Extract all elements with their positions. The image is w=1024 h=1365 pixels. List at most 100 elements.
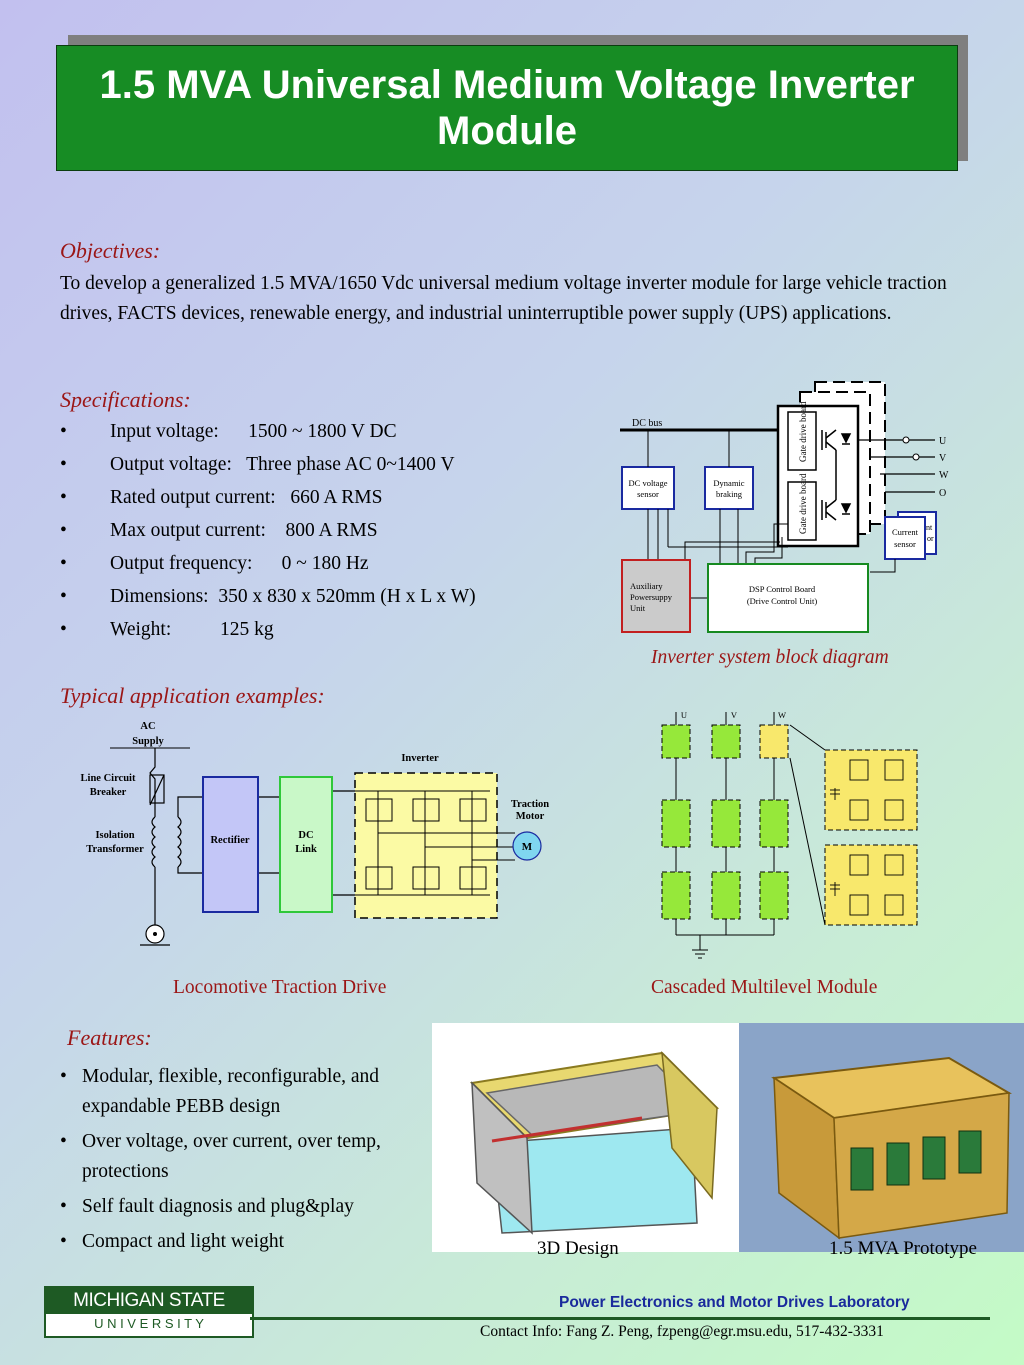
gate-drive-bottom-label: Gate drive board (798, 473, 808, 534)
gate-drive-top-label: Gate drive board (798, 401, 808, 462)
cell-detail-top (824, 749, 918, 831)
specifications-list: Input voltage: 1500 ~ 1800 V DC Output v… (60, 421, 580, 652)
feature-item: Self fault diagnosis and plug&play (60, 1192, 440, 1222)
rectifier-block (202, 776, 259, 913)
dynamic-braking-line1: Dynamic (713, 478, 744, 488)
transformer-line2: Transformer (86, 844, 144, 855)
phase-u-label: U (681, 710, 687, 720)
phase-wires (675, 712, 826, 959)
features-heading: Features: (67, 1025, 152, 1050)
spec-item: Output frequency: 0 ~ 180 Hz (60, 553, 580, 586)
loco-caption: Locomotive Traction Drive (173, 977, 387, 998)
auxiliary-power-unit (621, 559, 691, 633)
applications-heading: Typical application examples: (60, 683, 325, 708)
inverter-switches-icon (355, 790, 515, 896)
title-banner: 1.5 MVA Universal Medium Voltage Inverte… (56, 45, 958, 171)
phase-w-label: W (778, 710, 786, 720)
msu-logo-top: MICHIGAN STATE (46, 1288, 252, 1314)
design-caption: 3D Design (537, 1238, 619, 1259)
spec-item: Rated output current: 660 A RMS (60, 487, 580, 520)
spec-item: Output voltage: Three phase AC 0~1400 V (60, 454, 580, 487)
control-wires (647, 430, 896, 599)
motor-symbol: M (522, 841, 533, 853)
cascaded-caption: Cascaded Multilevel Module (651, 977, 878, 998)
cell-modules (661, 724, 789, 920)
feature-item: Over voltage, over current, over temp, p… (60, 1127, 440, 1187)
dsp-control-board (707, 563, 869, 633)
lab-name: Power Electronics and Motor Drives Labor… (559, 1294, 910, 1311)
rectifier-label: Rectifier (210, 835, 249, 846)
output-lines (858, 439, 935, 493)
design-3d-image (432, 1023, 739, 1252)
output-o-label: O (939, 488, 946, 499)
ac-supply-line2: Supply (132, 736, 164, 747)
current-sensor-line2: sensor (894, 539, 916, 549)
gate-drive-top (787, 411, 817, 471)
dc-bus-label: DC bus (632, 418, 662, 429)
traction-motor-line2: Motor (516, 811, 545, 822)
h-bridge-icons (830, 759, 904, 916)
inverter-label: Inverter (401, 753, 439, 764)
output-v-label: V (939, 453, 947, 464)
transformer-secondary-icon (177, 816, 182, 868)
spec-item: Weight: 125 kg (60, 619, 580, 652)
dc-voltage-sensor (621, 466, 675, 510)
ac-supply-line1: AC (140, 721, 155, 732)
dc-link-block (279, 776, 333, 913)
spec-item: Max output current: 800 A RMS (60, 520, 580, 553)
traction-motor-line1: Traction (511, 799, 549, 810)
breaker-icon (149, 774, 165, 804)
dsp-board-line2: (Drive Control Unit) (747, 596, 818, 606)
specifications-heading: Specifications: (60, 387, 191, 412)
dsp-board-line1: DSP Control Board (749, 584, 816, 594)
current-sensor (884, 516, 926, 560)
aux-power-line1: Auxiliary (630, 581, 663, 591)
block-diagram-caption: Inverter system block diagram (651, 647, 889, 668)
msu-logo-bottom: U N I V E R S I T Y (94, 1316, 204, 1331)
phase-v-label: V (731, 710, 738, 720)
output-u-label: U (939, 436, 947, 447)
gate-drive-bottom (787, 481, 817, 541)
dc-link-line2: Link (295, 844, 317, 855)
dc-voltage-sensor-line1: DC voltage (629, 478, 668, 488)
block-diagram: DC bus Gate drive board Gate drive board… (620, 381, 949, 633)
output-w-label: W (939, 470, 949, 481)
secondary-wires (177, 790, 355, 896)
dc-voltage-sensor-line2: sensor (637, 489, 659, 499)
breaker-line2: Breaker (90, 787, 127, 798)
aux-power-line3: Unit (630, 603, 646, 613)
spec-item: Input voltage: 1500 ~ 1800 V DC (60, 421, 580, 454)
rail-return-dot (153, 932, 157, 936)
transformer-primary-icon (151, 816, 156, 868)
dynamic-braking-line2: braking (716, 489, 743, 499)
locomotive-diagram: AC Supply Line Circuit Breaker Isolation… (81, 721, 549, 946)
inverter-block (354, 772, 498, 919)
objectives-heading: Objectives: (60, 238, 161, 263)
feature-item: Compact and light weight (60, 1227, 440, 1257)
msu-logo: MICHIGAN STATE U N I V E R S I T Y (44, 1286, 254, 1338)
igbt-bottom-icon (821, 499, 852, 521)
features-list: Modular, flexible, reconfigurable, and e… (60, 1062, 440, 1262)
breaker-line1: Line Circuit (81, 773, 136, 784)
transformer-line1: Isolation (95, 830, 134, 841)
dynamic-braking (704, 466, 754, 510)
output-terminal (902, 436, 910, 444)
prototype-photo (739, 1023, 1024, 1252)
current-sensor-line1: Current (892, 527, 919, 537)
objectives-text: To develop a generalized 1.5 MVA/1650 Vd… (60, 273, 947, 324)
contact-info: Contact Info: Fang Z. Peng, fzpeng@egr.m… (480, 1323, 884, 1340)
supply-wire (149, 748, 156, 805)
spec-item: Dimensions: 350 x 830 x 520mm (H x L x W… (60, 586, 580, 619)
prototype-caption: 1.5 MVA Prototype (829, 1238, 977, 1259)
dc-link-line1: DC (298, 830, 313, 841)
highlighted-cell (759, 724, 789, 759)
footer-divider (250, 1317, 990, 1320)
output-terminal (912, 453, 920, 461)
aux-power-line2: Powersuppy (630, 592, 673, 602)
breaker-switch (149, 774, 165, 806)
current-sensor-back-line1: nt (926, 523, 933, 532)
traction-motor-icon (512, 831, 542, 861)
feature-item: Modular, flexible, reconfigurable, and e… (60, 1062, 440, 1122)
igbt-top-icon (821, 429, 852, 451)
page-title: 1.5 MVA Universal Medium Voltage Inverte… (99, 63, 915, 153)
